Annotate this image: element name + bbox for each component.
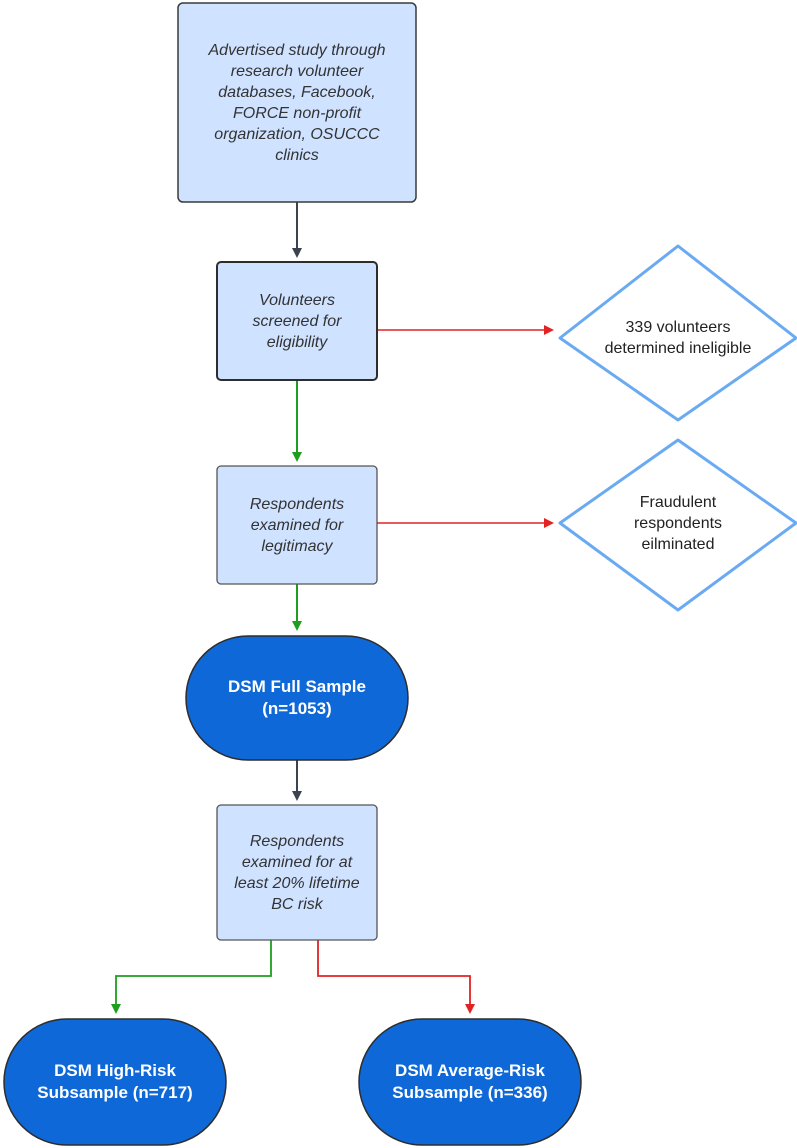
process-box-screen bbox=[216, 261, 378, 381]
process-box-legitimacy bbox=[216, 465, 378, 585]
label-ineligible: 339 volunteers determined ineligible bbox=[604, 319, 752, 357]
label-advertise: Advertised study through research volunt… bbox=[208, 41, 386, 164]
decision-ineligible bbox=[558, 244, 797, 422]
label-full-sample: DSM Full Sample (n=1053) bbox=[228, 677, 366, 718]
label-high-risk: DSM High-Risk Subsample (n=717) bbox=[37, 1061, 193, 1102]
label-risk-check: Respondents examined for at least 20% li… bbox=[234, 832, 360, 913]
arrow-risk-check-to-high-risk bbox=[111, 940, 272, 1014]
process-box-advertise bbox=[177, 2, 417, 203]
terminal-high-risk bbox=[3, 1018, 227, 1146]
label-average-risk: DSM Average-Risk Subsample (n=336) bbox=[392, 1061, 548, 1102]
process-box-risk-check bbox=[216, 804, 378, 941]
label-fraudulent: Fraudulent respondents eilminated bbox=[633, 493, 723, 553]
terminal-full-sample bbox=[185, 635, 409, 761]
arrow-risk-check-to-average-risk bbox=[317, 940, 475, 1014]
label-legitimacy: Respondents examined for legitimacy bbox=[249, 495, 345, 555]
decision-fraudulent bbox=[558, 438, 797, 612]
label-screen: Volunteers screened for eligibility bbox=[252, 291, 342, 351]
terminal-average-risk bbox=[358, 1018, 582, 1146]
